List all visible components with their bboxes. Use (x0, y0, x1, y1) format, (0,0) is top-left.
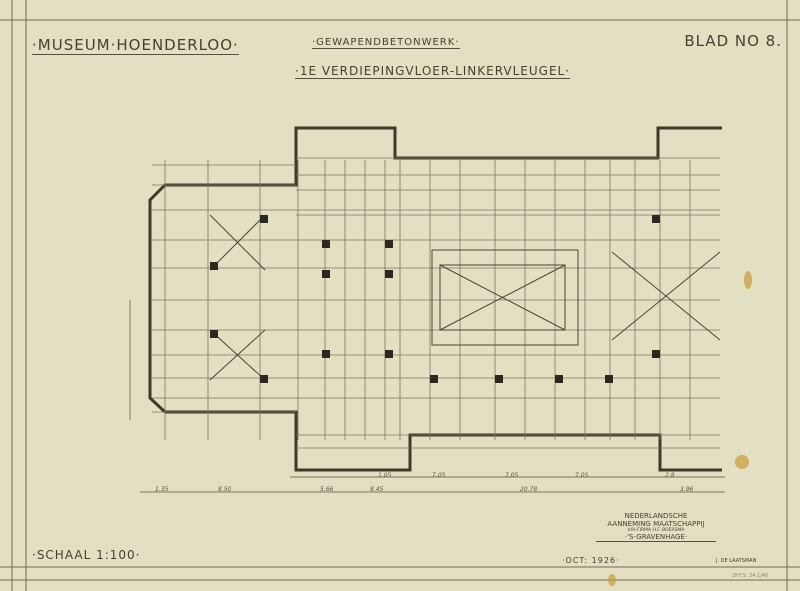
dimension-label: 7.05 (575, 472, 589, 479)
beam-grid (152, 157, 720, 449)
column (430, 375, 438, 383)
project-title: ·Museum·Hoenderloo· (32, 36, 239, 55)
dimension-label: 3.96 (680, 486, 694, 493)
dimension-label: 7.05 (505, 472, 519, 479)
date-label: ·Oct: 1926· (562, 556, 620, 565)
column (605, 375, 613, 383)
dimension-label: 20.78 (520, 486, 538, 493)
column (555, 375, 563, 383)
stamp: 2P.F.S. 24 1/40 (732, 573, 769, 579)
scale-label: ·Schaal 1:100· (32, 548, 141, 562)
column (385, 350, 393, 358)
dimension-label: 8.50 (218, 486, 232, 493)
subject-title: ·Gewapendbetonwerk· (312, 37, 460, 49)
column (322, 350, 330, 358)
dimension-label: 1.35 (155, 486, 169, 493)
column (385, 270, 393, 278)
outer-walls (148, 126, 722, 472)
column (385, 240, 393, 248)
stains (608, 271, 752, 586)
dimension-label: 8.45 (370, 486, 384, 493)
column (322, 240, 330, 248)
contractor-block: Nederlandsche Aanneming Maatschappij v/h… (596, 512, 716, 542)
column (260, 215, 268, 223)
dimension-label: 7.05 (432, 472, 446, 479)
void-opening (209, 214, 721, 381)
company-line: Nederlandsche (624, 512, 688, 520)
signature: J. de Laatsman (716, 558, 757, 564)
column (210, 330, 218, 338)
column (210, 262, 218, 270)
column (322, 270, 330, 278)
company-city: ·'s-Gravenhage· (596, 533, 716, 542)
dimension-label: 2.8 (665, 472, 675, 479)
column (652, 215, 660, 223)
dimension-label: 5.66 (320, 486, 334, 493)
column (495, 375, 503, 383)
column (652, 350, 660, 358)
sheet-number: Blad No 8. (684, 32, 782, 50)
column (260, 375, 268, 383)
company-line: Aanneming Maatschappij (607, 520, 705, 528)
drawing-title: ·1e Verdiepingvloer-Linkervleugel· (295, 64, 571, 79)
company-line: v/h firma H.F. Boersma (627, 528, 685, 533)
dimension-label: 1.05 (378, 472, 392, 479)
columns (210, 215, 660, 383)
dimension-lines (129, 300, 725, 493)
